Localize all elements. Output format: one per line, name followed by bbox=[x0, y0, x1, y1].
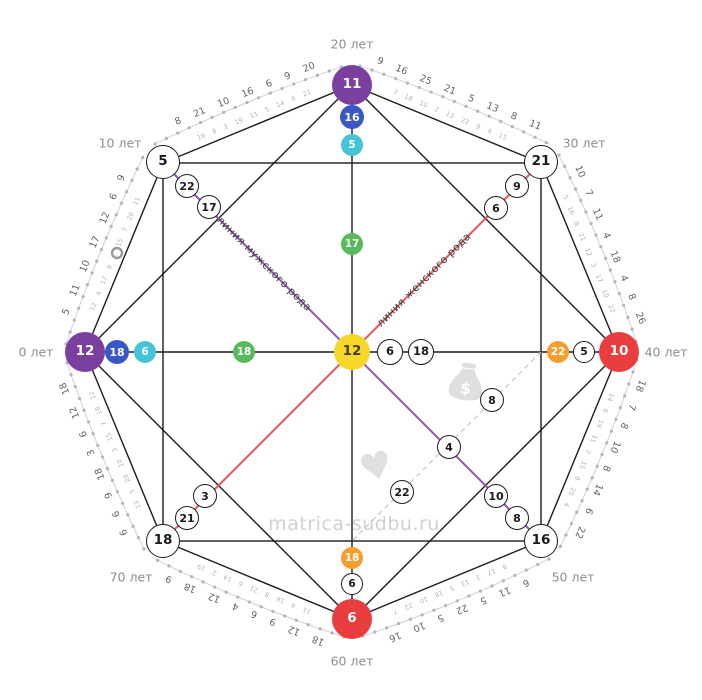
circle-top-green[interactable]: 17 bbox=[341, 233, 363, 255]
circle-left-cyan[interactable]: 6 bbox=[134, 341, 156, 363]
circle-center[interactable]: 12 bbox=[334, 334, 370, 370]
circle-center-right-inner[interactable]: 6 bbox=[377, 339, 403, 365]
age-arcs bbox=[64, 64, 639, 639]
circle-bottom-white[interactable]: 6 bbox=[341, 573, 363, 595]
circle-top-blue[interactable]: 16 bbox=[340, 105, 364, 129]
circle-age-60[interactable]: 6 bbox=[332, 599, 372, 639]
circle-tr-outer[interactable]: 9 bbox=[505, 174, 529, 198]
watermark: matrica-sudbu.ru bbox=[268, 513, 440, 535]
circle-bl-outer[interactable]: 21 bbox=[175, 506, 199, 530]
circle-money-3[interactable]: 22 bbox=[390, 480, 414, 504]
age-label-20: 20 лет bbox=[330, 36, 374, 52]
age-label-60: 60 лет bbox=[330, 653, 374, 669]
circle-br-inner[interactable]: 10 bbox=[484, 484, 508, 508]
circle-right-white[interactable]: 5 bbox=[573, 341, 595, 363]
circle-bl-inner[interactable]: 3 bbox=[193, 484, 217, 508]
circle-top-cyan[interactable]: 5 bbox=[341, 134, 363, 156]
circle-tl-outer[interactable]: 22 bbox=[175, 174, 199, 198]
heart-icon: ♥ bbox=[355, 442, 398, 492]
circle-left-green[interactable]: 18 bbox=[233, 341, 255, 363]
circle-bottom-orange[interactable]: 18 bbox=[341, 547, 363, 569]
circle-tr-inner[interactable]: 6 bbox=[484, 196, 508, 220]
circle-age-70[interactable]: 18 bbox=[146, 524, 180, 558]
age-label-10: 10 лет bbox=[98, 135, 142, 151]
circle-age-40[interactable]: 10 bbox=[599, 332, 639, 372]
circle-money-2[interactable]: 4 bbox=[437, 435, 461, 459]
circle-br-outer[interactable]: 8 bbox=[505, 506, 529, 530]
circle-left-blue[interactable]: 18 bbox=[105, 340, 129, 364]
svg-text:$: $ bbox=[459, 378, 473, 398]
circle-center-right-outer[interactable]: 18 bbox=[408, 339, 434, 365]
circle-age-10[interactable]: 5 bbox=[146, 145, 180, 179]
age-label-0: 0 лет bbox=[18, 344, 54, 360]
circle-right-orange[interactable]: 22 bbox=[547, 341, 569, 363]
money-bag-icon: $ bbox=[448, 362, 482, 401]
circle-age-50[interactable]: 16 bbox=[524, 524, 558, 558]
current-age-ring bbox=[110, 246, 124, 260]
age-label-70: 70 лет bbox=[109, 569, 153, 585]
age-label-40: 40 лет bbox=[644, 344, 688, 360]
circle-age-30[interactable]: 21 bbox=[524, 145, 558, 179]
circle-tl-inner[interactable]: 17 bbox=[197, 195, 221, 219]
age-label-30: 30 лет bbox=[562, 135, 606, 151]
circle-age-0[interactable]: 12 bbox=[65, 332, 105, 372]
age-label-50: 50 лет bbox=[551, 569, 595, 585]
circle-money-1[interactable]: 8 bbox=[480, 388, 504, 412]
circle-age-20[interactable]: 11 bbox=[332, 65, 372, 105]
